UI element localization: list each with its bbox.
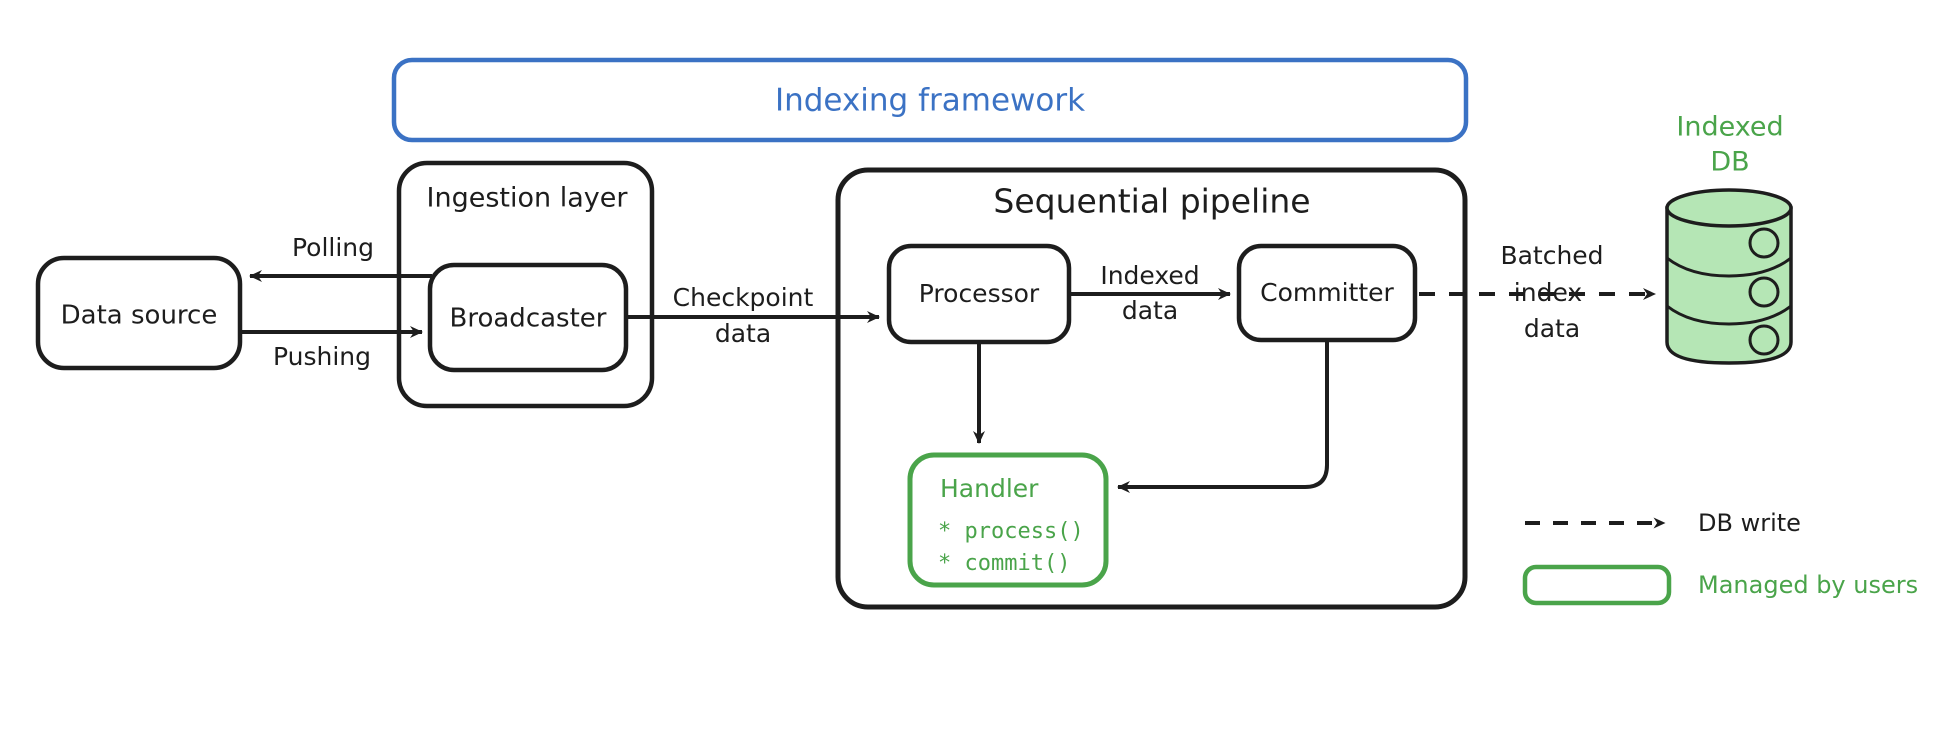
ingestion-layer-label: Ingestion layer — [427, 183, 629, 214]
batched-label-line3: data — [1524, 314, 1580, 343]
ingestion-layer-border — [396, 160, 655, 409]
indexed-db-label-line1: Indexed — [1676, 112, 1783, 143]
indexing-framework-label: Indexing framework — [775, 83, 1085, 119]
db-cylinder-body — [1665, 206, 1793, 365]
committer-label: Committer — [1260, 278, 1394, 307]
legend-label-db-write: DB write — [1698, 509, 1801, 537]
broadcaster-box[interactable] — [427, 262, 629, 373]
sequential-pipeline-border — [835, 167, 1468, 610]
indexed-data-label-line2: data — [1122, 296, 1178, 325]
edge-polling: Polling — [249, 233, 432, 282]
handler-box[interactable] — [907, 452, 1109, 588]
group-indexing-framework: Indexing framework — [391, 57, 1469, 143]
legend-label-managed-by-users: Managed by users — [1698, 571, 1918, 599]
node-processor[interactable]: Processor — [886, 243, 1072, 345]
broadcaster-label: Broadcaster — [450, 304, 607, 334]
node-handler[interactable]: Handler * process() * commit() — [907, 452, 1109, 588]
processor-label: Processor — [919, 279, 1040, 308]
data-source-label: Data source — [61, 301, 218, 331]
handler-method-commit: * commit() — [938, 551, 1070, 576]
edge-indexed-data: Indexed data — [1071, 261, 1231, 325]
checkpoint-label-line2: data — [715, 319, 771, 348]
pushing-label: Pushing — [273, 342, 371, 371]
db-indicator-2 — [1748, 276, 1780, 308]
legend-item-managed-by-users: Managed by users — [1522, 564, 1918, 606]
edge-committer-to-handler — [1117, 342, 1329, 493]
edge-pushing: Pushing — [242, 326, 423, 371]
indexing-framework-border — [391, 57, 1469, 143]
batched-label-line2: index — [1514, 278, 1582, 307]
committer-box[interactable] — [1236, 243, 1418, 343]
handler-method-process: * process() — [938, 519, 1084, 544]
edge-batched-index-data: Batched index data — [1419, 241, 1656, 343]
data-source-box[interactable] — [35, 255, 243, 371]
db-indicator-1 — [1748, 227, 1780, 259]
edge-checkpoint-data: Checkpoint data — [628, 283, 880, 348]
node-indexed-db[interactable]: Indexed DB — [1665, 112, 1793, 365]
node-committer[interactable]: Committer — [1236, 243, 1418, 343]
group-sequential-pipeline: Sequential pipeline — [835, 167, 1468, 610]
db-indicator-3 — [1748, 324, 1780, 356]
db-divider-2 — [1666, 304, 1792, 326]
indexed-data-label-line1: Indexed — [1100, 261, 1199, 290]
batched-label-line1: Batched — [1500, 241, 1603, 270]
node-data-source[interactable]: Data source — [35, 255, 243, 371]
committer-handler-arrow — [1117, 342, 1329, 493]
processor-box[interactable] — [886, 243, 1072, 345]
sequential-pipeline-label: Sequential pipeline — [993, 182, 1310, 221]
checkpoint-label-line1: Checkpoint — [673, 283, 814, 312]
green-rounded-rect-icon — [1522, 564, 1672, 606]
polling-label: Polling — [292, 233, 374, 262]
group-ingestion-layer: Ingestion layer — [396, 160, 655, 409]
handler-title: Handler — [940, 474, 1039, 503]
indexed-db-label-line2: DB — [1710, 147, 1749, 178]
node-broadcaster[interactable]: Broadcaster — [427, 262, 629, 373]
db-cylinder-top — [1665, 188, 1793, 228]
db-divider-1 — [1666, 256, 1792, 278]
legend: DB write Managed by users — [1522, 509, 1918, 606]
legend-item-db-write: DB write — [1525, 509, 1801, 537]
